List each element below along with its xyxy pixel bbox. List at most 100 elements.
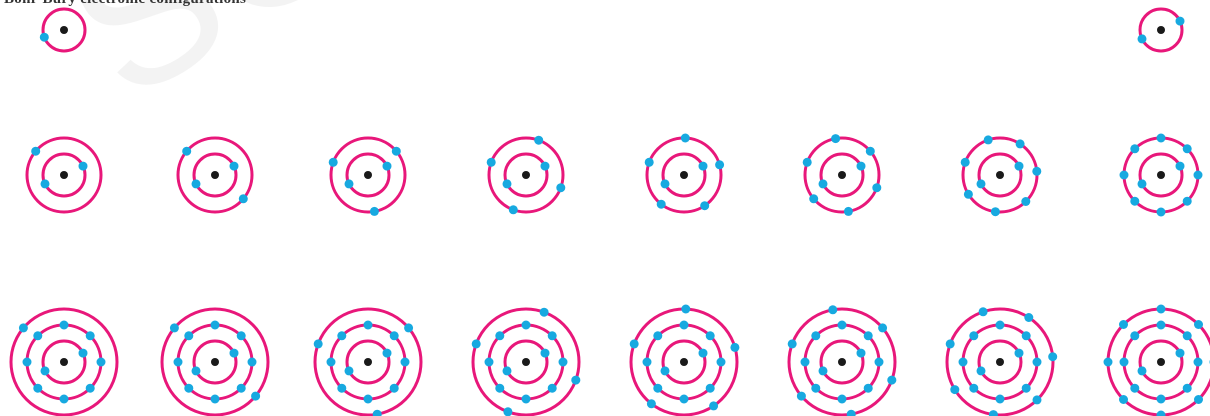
electron: [548, 384, 557, 393]
electron: [211, 395, 220, 404]
electron: [709, 401, 718, 410]
electron: [838, 395, 847, 404]
electron: [1157, 411, 1166, 416]
electron: [192, 366, 201, 375]
electron: [79, 349, 88, 358]
electron: [1183, 197, 1192, 206]
electron: [1138, 366, 1147, 375]
electron: [819, 366, 828, 375]
electron: [979, 307, 988, 316]
electron: [996, 321, 1005, 330]
nucleus: [1157, 171, 1165, 179]
electron: [182, 147, 191, 156]
electron: [831, 134, 840, 143]
electron: [1157, 305, 1166, 314]
electron: [1021, 197, 1030, 206]
electron: [653, 331, 662, 340]
electron: [1022, 384, 1031, 393]
electron: [1033, 358, 1042, 367]
atom-2-1: [27, 138, 101, 212]
nucleus: [211, 171, 219, 179]
atom-row-3: [11, 305, 1210, 416]
nucleus: [60, 358, 68, 366]
electron: [680, 321, 689, 330]
electron: [522, 395, 531, 404]
atom-2-5: [645, 134, 724, 213]
electron: [345, 179, 354, 188]
atom-1-2: [1138, 9, 1185, 51]
electron: [230, 162, 239, 171]
electron: [33, 384, 42, 393]
electron: [472, 339, 481, 348]
electron: [1024, 313, 1033, 322]
electron: [383, 162, 392, 171]
electron: [390, 384, 399, 393]
electron: [370, 207, 379, 216]
electron: [700, 201, 709, 210]
electron: [1022, 331, 1031, 340]
atom-3-1: [11, 309, 117, 415]
electron: [1194, 395, 1203, 404]
electron: [329, 158, 338, 167]
electron: [964, 190, 973, 199]
electron: [801, 358, 810, 367]
electron: [383, 349, 392, 358]
atom-1-1: [40, 9, 85, 51]
electron: [392, 147, 401, 156]
electron: [977, 366, 986, 375]
atom-3-8: [1104, 305, 1210, 416]
electron: [811, 384, 820, 393]
electron: [345, 366, 354, 375]
electron: [556, 183, 565, 192]
atom-3-4: [472, 308, 581, 416]
electron: [230, 349, 239, 358]
electron: [548, 331, 557, 340]
electron: [495, 384, 504, 393]
electron: [1138, 179, 1147, 188]
electron: [977, 179, 986, 188]
electron: [875, 358, 884, 367]
electron: [706, 331, 715, 340]
electron: [847, 410, 856, 416]
electron: [404, 323, 413, 332]
electron: [41, 179, 50, 188]
atom-3-7: [946, 307, 1057, 416]
electron: [706, 384, 715, 393]
electron: [1130, 331, 1139, 340]
electron: [715, 160, 724, 169]
electron: [401, 358, 410, 367]
electron: [364, 395, 373, 404]
atom-2-3: [329, 138, 405, 216]
electron: [184, 384, 193, 393]
electron: [495, 331, 504, 340]
electron: [1183, 331, 1192, 340]
electron: [41, 366, 50, 375]
electron: [699, 162, 708, 171]
nucleus: [996, 171, 1004, 179]
electron: [503, 407, 512, 416]
electron: [251, 392, 260, 401]
electron: [996, 395, 1005, 404]
electron: [681, 305, 690, 314]
electron: [373, 410, 382, 416]
electron: [989, 410, 998, 416]
electron: [878, 323, 887, 332]
electron: [485, 358, 494, 367]
electron: [857, 349, 866, 358]
atom-2-6: [803, 134, 882, 216]
electron: [327, 358, 336, 367]
electron: [1157, 395, 1166, 404]
nucleus: [522, 171, 530, 179]
electron: [1119, 395, 1128, 404]
electron: [571, 376, 580, 385]
atom-3-5: [630, 305, 740, 416]
electron: [337, 331, 346, 340]
electron: [1176, 349, 1185, 358]
electron: [809, 194, 818, 203]
nucleus: [364, 358, 372, 366]
electron: [828, 305, 837, 314]
electron: [541, 349, 550, 358]
atom-2-7: [961, 135, 1042, 216]
nucleus: [838, 171, 846, 179]
